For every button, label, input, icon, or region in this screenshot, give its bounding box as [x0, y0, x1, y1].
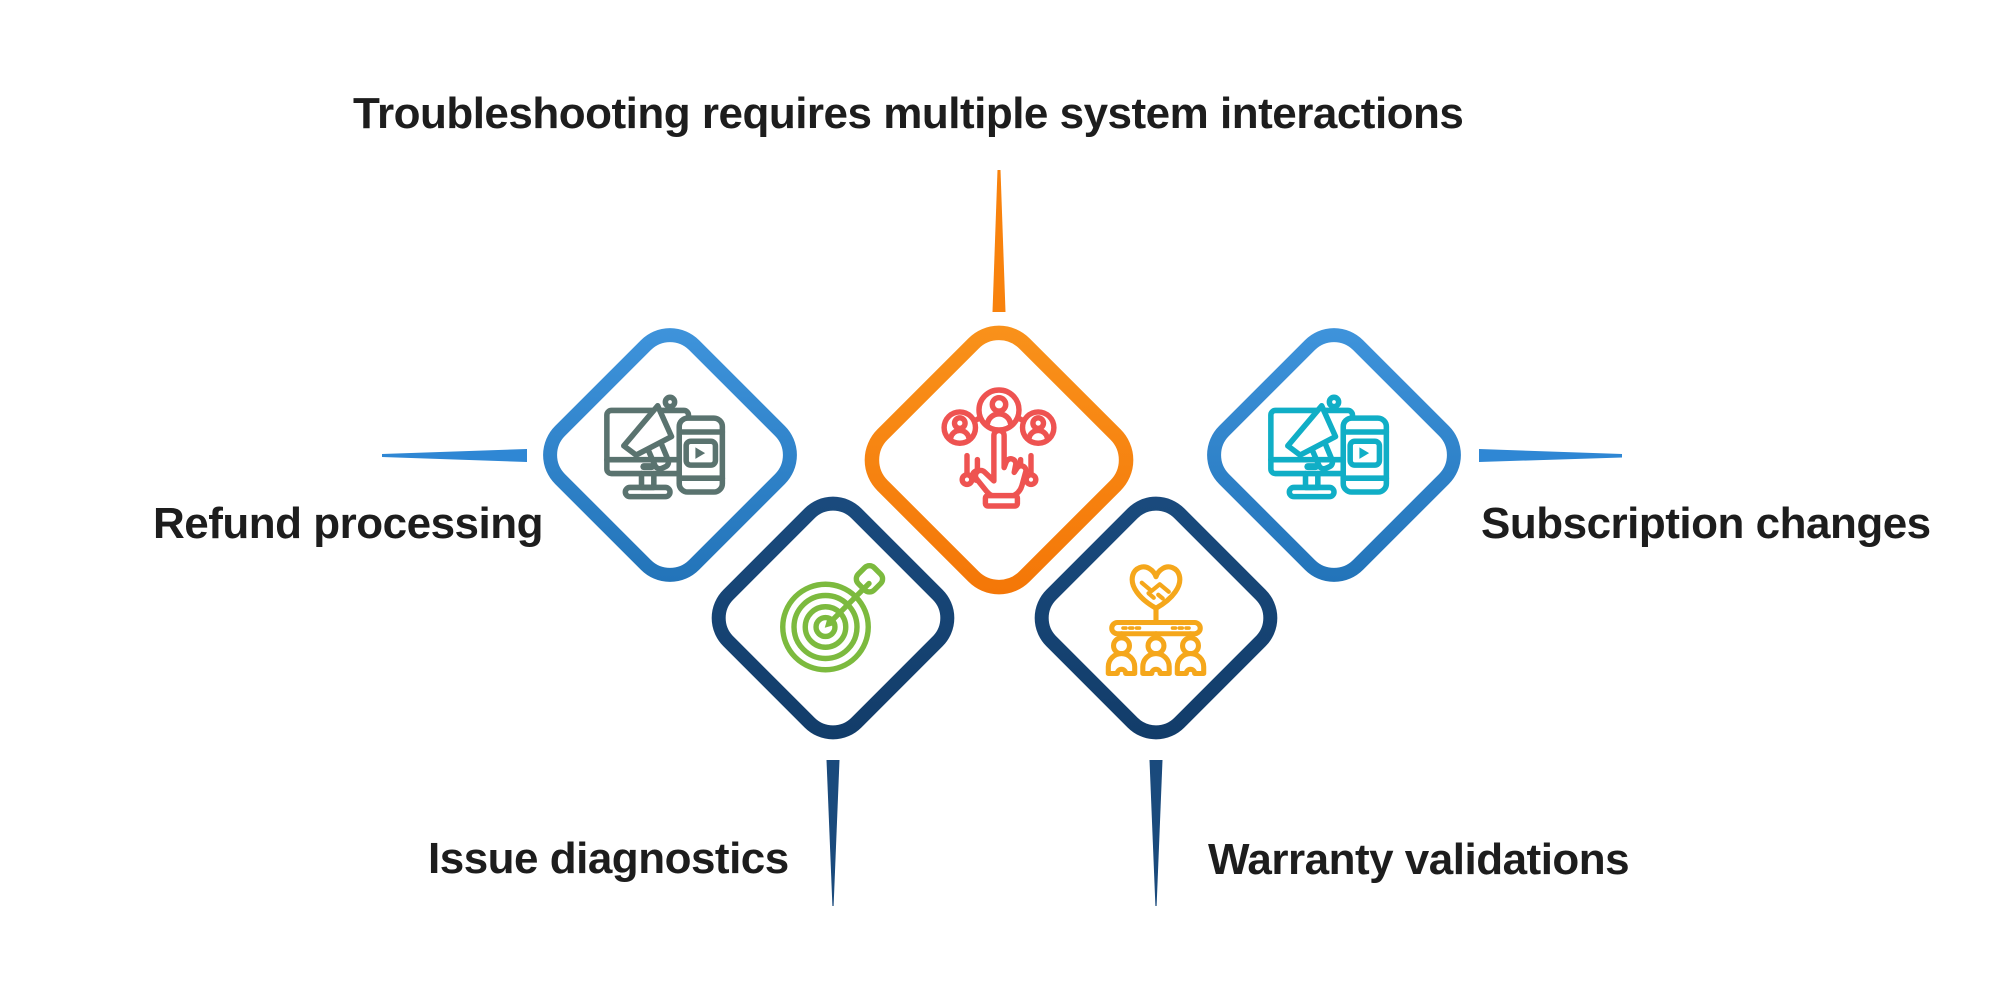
connector-issue	[826, 760, 840, 906]
connector-troubleshooting	[992, 170, 1006, 312]
handshake-team-icon	[1105, 564, 1207, 677]
connector-refund	[382, 449, 527, 462]
label-refund: Refund processing	[153, 499, 544, 548]
desktop-megaphone-phone-icon	[604, 394, 726, 500]
connector-subscription	[1479, 449, 1622, 462]
user-selection-hand-icon	[941, 387, 1057, 509]
desktop-megaphone-phone-icon	[1268, 394, 1390, 500]
connector-warranty	[1149, 760, 1163, 906]
target-dart-icon	[780, 563, 886, 673]
label-issue: Issue diagnostics	[428, 834, 789, 883]
label-warranty: Warranty validations	[1208, 835, 1630, 884]
label-subscription: Subscription changes	[1481, 499, 1931, 548]
label-troubleshooting: Troubleshooting requires multiple system…	[353, 89, 1464, 138]
